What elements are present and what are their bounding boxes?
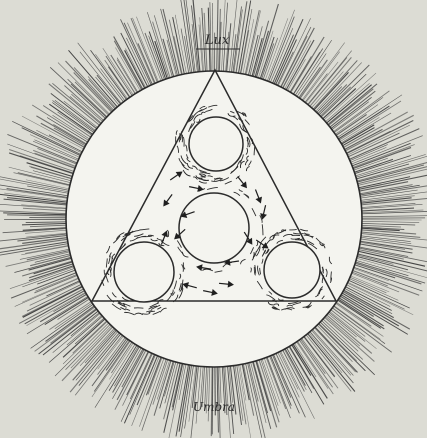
center-circle <box>179 193 249 263</box>
inscription-top: Lux <box>204 33 230 48</box>
right-circle <box>264 242 320 298</box>
left-circle <box>114 242 174 302</box>
inscription-bottom: Umbra <box>193 400 235 414</box>
top-circle <box>189 117 243 171</box>
swirl-stroke <box>331 272 332 282</box>
